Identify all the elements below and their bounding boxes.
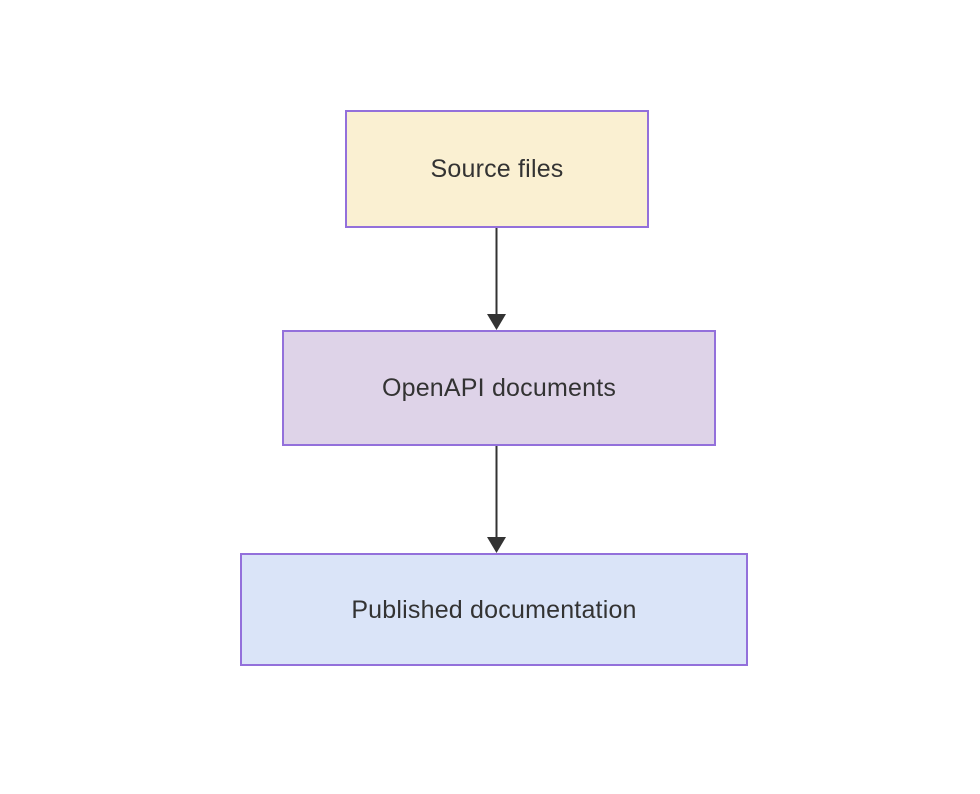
edge-source-to-openapi	[487, 228, 506, 330]
node-label-openapi-documents: OpenAPI documents	[381, 374, 617, 402]
node-label-source-files: Source files	[430, 155, 564, 183]
flowchart-node-source-files: Source files	[345, 110, 649, 228]
edge-openapi-to-published	[487, 446, 506, 553]
flowchart-node-openapi-documents: OpenAPI documents	[282, 330, 716, 446]
flowchart-node-published-documentation: Published documentation	[240, 553, 748, 666]
arrowhead-down-icon	[487, 537, 506, 553]
node-label-published-documentation: Published documentation	[351, 595, 637, 624]
arrowhead-down-icon	[487, 314, 506, 330]
